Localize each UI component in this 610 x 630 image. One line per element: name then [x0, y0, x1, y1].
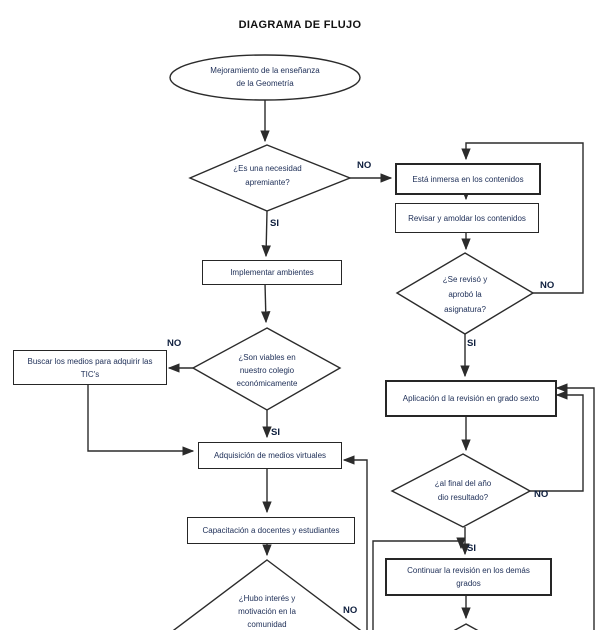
- label-no-resultado: NO: [534, 489, 549, 500]
- decision-resultado-label: ¿al final del año dio resultado?: [434, 479, 492, 502]
- process-continuar: Continuar la revisión en los demás grado…: [385, 558, 552, 596]
- edge-revision-no-loop: [461, 142, 584, 294]
- edge-necesidad-si: [261, 210, 271, 258]
- process-esta-inmersa: Está inmersa en los contenidos: [395, 163, 541, 195]
- decision-interes-shape: [172, 559, 362, 630]
- edge-implementar-to-viables: [260, 282, 271, 324]
- decision-revision-label: ¿Se revisó y aprobó la asignatura?: [442, 275, 488, 314]
- decision-viables-label: ¿Son viables en nuestro colegio económic…: [236, 353, 298, 388]
- start-oval-label: Mejoramiento de la enseñanza de la Geome…: [210, 66, 320, 88]
- label-no-revision: NO: [540, 280, 555, 291]
- decision-necesidad-label: ¿Es una necesidad apremiante?: [233, 164, 302, 187]
- label-si-viables: SI: [271, 427, 280, 438]
- edge-interes-no-loop: [342, 455, 368, 630]
- label-no-interes: NO: [343, 605, 358, 616]
- process-revisar: Revisar y amoldar los contenidos: [395, 203, 539, 233]
- process-adquisicion: Adquisición de medios virtuales: [198, 442, 342, 469]
- decision-resultado-shape: [390, 453, 532, 528]
- label-no-viables: NO: [167, 338, 182, 349]
- edge-feedback-to-continuar: [372, 537, 466, 630]
- decision-interes-label: ¿Hubo interés y motivación en la comunid…: [238, 594, 296, 629]
- edge-bottom-outer-loop: [555, 383, 595, 630]
- label-no-necesidad: NO: [357, 160, 372, 171]
- edge-resultado-no-loop: [530, 390, 584, 492]
- process-capacitacion: Capacitación a docentes y estudiantes: [187, 517, 355, 544]
- decision-bottom-clipped-shape: [453, 623, 479, 630]
- label-si-resultado: SI: [467, 543, 476, 554]
- process-aplicacion: Aplicación d la revisión en grado sexto: [385, 380, 557, 417]
- page-title: DIAGRAMA DE FLUJO: [238, 19, 362, 31]
- label-si-revision: SI: [467, 338, 476, 349]
- process-implementar: Implementar ambientes: [202, 260, 342, 285]
- process-buscar: Buscar los medios para adquirir las TIC'…: [13, 350, 167, 385]
- label-si-necesidad: SI: [270, 218, 279, 229]
- edge-buscar-to-adquisicion: [87, 383, 195, 456]
